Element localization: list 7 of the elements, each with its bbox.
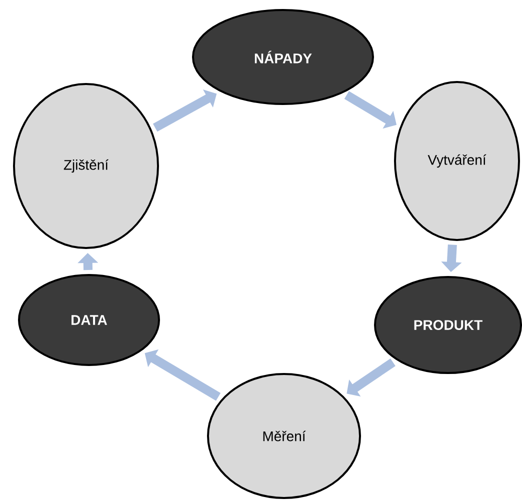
ellipse-node: NÁPADY [192, 9, 374, 105]
circle-node: Měření [207, 373, 361, 499]
circle-node: Vytváření [394, 81, 520, 241]
ellipse-node: DATA [18, 274, 160, 366]
circle-node: Zjištění [13, 83, 159, 249]
block-arrow [346, 358, 396, 397]
ellipse-node: PRODUKT [374, 276, 522, 374]
